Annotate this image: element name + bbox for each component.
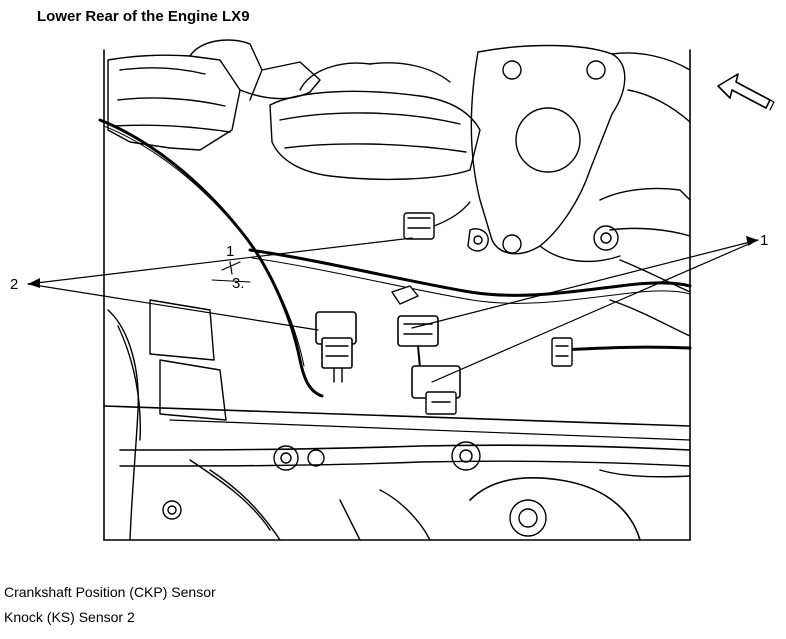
heat-shield — [269, 90, 481, 181]
legend-item-2: Knock (KS) Sensor 2 — [4, 609, 135, 625]
engine-block-upper-left — [107, 54, 241, 151]
leader-2-lower — [27, 283, 319, 331]
lower-housing — [469, 477, 641, 541]
leader-2-upper — [27, 237, 413, 285]
harness-clip — [467, 228, 489, 252]
block-annotation-1: 1 — [226, 243, 234, 260]
harness-connector-upper — [403, 201, 471, 240]
callout-2-label: 2 — [10, 276, 18, 293]
wiring-harness-main — [248, 248, 692, 297]
callout-1-label: 1 — [760, 232, 768, 249]
block-annotation-2: 3. — [232, 275, 245, 292]
legend-item-1: Crankshaft Position (CKP) Sensor — [4, 584, 216, 600]
exhaust-flange — [470, 44, 626, 255]
diagram-title: Lower Rear of the Engine LX9 — [37, 8, 250, 25]
knock-sensor-2-connector — [315, 311, 357, 383]
leader-1-upper — [411, 239, 759, 329]
harness-connector-right — [551, 337, 573, 367]
engine-illustration: 1 3. 1 2 — [10, 39, 775, 541]
crossmember — [119, 444, 691, 451]
callout-leaders — [27, 237, 759, 383]
ckp-sensor — [391, 285, 461, 415]
leader-1-lower — [431, 239, 759, 383]
front-direction-arrow-icon — [717, 73, 775, 111]
